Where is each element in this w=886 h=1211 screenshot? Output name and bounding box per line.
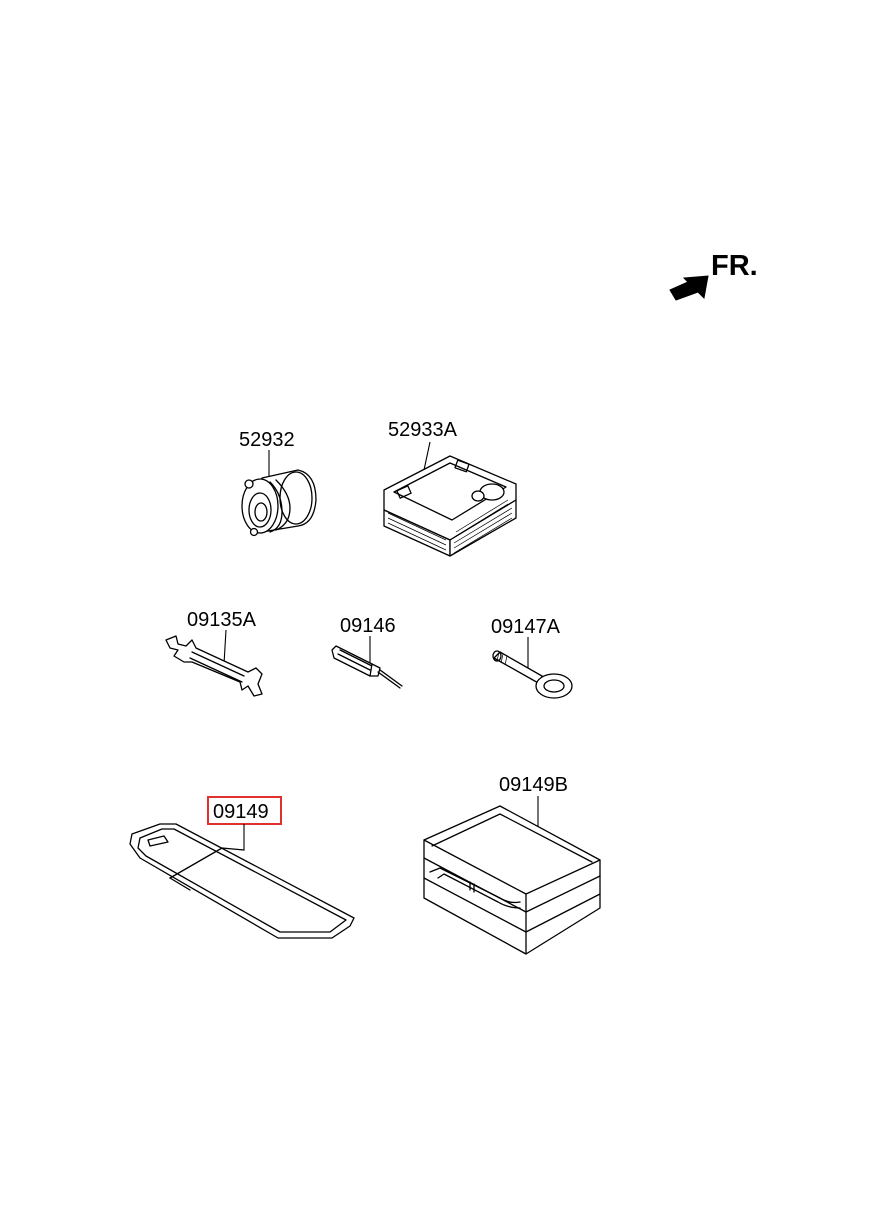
wrench-icon xyxy=(165,635,263,697)
compressor-icon xyxy=(383,455,517,557)
valve-core-icon xyxy=(241,469,317,537)
part-09135A[interactable]: 09135A xyxy=(165,609,263,697)
tool-bag-icon xyxy=(129,823,355,939)
part-09146[interactable]: 09146 xyxy=(331,615,403,689)
part-label[interactable]: 09146 xyxy=(340,615,396,637)
part-label[interactable]: 09135A xyxy=(187,609,257,631)
part-09149[interactable]: 09149 xyxy=(129,796,355,939)
screwdriver-icon xyxy=(331,645,403,689)
part-09149B[interactable]: 09149B xyxy=(423,774,601,955)
towing-hook-icon xyxy=(492,650,573,699)
front-direction-indicator: FR. xyxy=(669,250,758,301)
part-09147A[interactable]: 09147A xyxy=(491,616,573,699)
part-52933A[interactable]: 52933A xyxy=(383,419,517,557)
part-label[interactable]: 52933A xyxy=(388,419,458,441)
arrow-front-icon xyxy=(669,275,709,301)
tool-case-icon xyxy=(423,805,601,955)
part-label[interactable]: 09149 xyxy=(213,801,269,823)
fr-label: FR. xyxy=(711,250,758,282)
part-label[interactable]: 09147A xyxy=(491,616,561,638)
part-52932[interactable]: 52932 xyxy=(239,429,317,537)
part-label[interactable]: 09149B xyxy=(499,774,568,796)
part-label[interactable]: 52932 xyxy=(239,429,295,451)
